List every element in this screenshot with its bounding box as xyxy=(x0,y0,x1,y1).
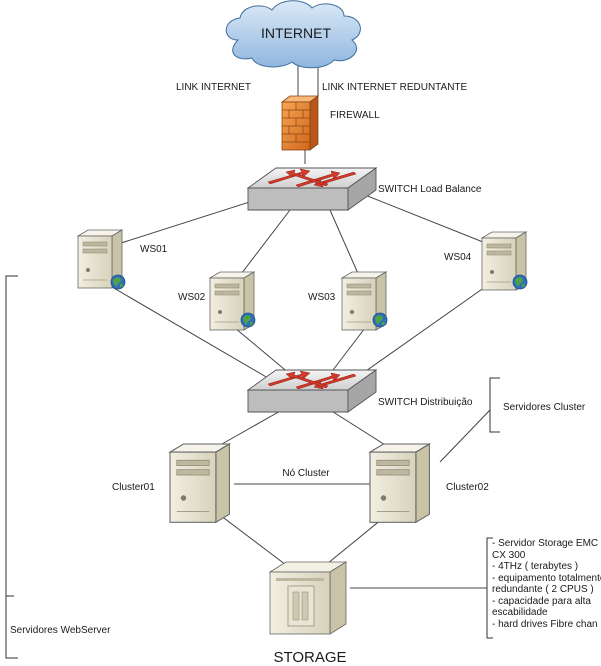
cluster01-server-icon xyxy=(169,443,231,523)
storage-note-line: CX 300 xyxy=(492,549,526,561)
storage-note-line: - hard drives Fibre chan xyxy=(492,618,598,630)
ws04-globe-icon xyxy=(512,274,528,290)
storage-note-line: redundante ( 2 CPUS ) xyxy=(492,584,594,595)
servidores-webserver-label: Servidores WebServer xyxy=(10,625,111,636)
storage-note-line: escabilidade xyxy=(492,607,548,618)
ws03-label: WS03 xyxy=(308,292,336,303)
cluster01-label: Cluster01 xyxy=(112,482,155,493)
bracket-servidores-webserver xyxy=(5,275,18,659)
connection-lines xyxy=(99,62,496,589)
internet-label: INTERNET xyxy=(261,25,331,41)
bracket-servidores-cluster xyxy=(489,377,500,433)
cluster02-label: Cluster02 xyxy=(446,482,489,493)
ws04-label: WS04 xyxy=(444,252,472,263)
ws03-globe-icon xyxy=(372,312,388,328)
storage-label: STORAGE xyxy=(273,649,346,666)
storage-note-line: - 4THz ( terabytes ) xyxy=(492,561,579,572)
ws01-label: WS01 xyxy=(140,244,168,255)
storage-note-line: - equipamento totalmente xyxy=(492,572,601,584)
storage-notes: - Servidor Storage EMC CX 300 - 4THz ( t… xyxy=(492,538,601,638)
firewall-label: FIREWALL xyxy=(330,110,380,121)
ws02-globe-icon xyxy=(240,312,256,328)
switch-distribuicao-icon xyxy=(247,369,377,413)
internet-cloud: INTERNET xyxy=(225,0,361,69)
switch-distribuicao-label: SWITCH Distribuição xyxy=(378,397,473,408)
bracket-storage-notes xyxy=(486,537,493,639)
link-redundant-label: LINK INTERNET REDUNTANTE xyxy=(322,82,468,93)
ws02-label: WS02 xyxy=(178,292,206,303)
storage-note-line: - Servidor Storage EMC xyxy=(492,538,599,549)
no-cluster-label: Nó Cluster xyxy=(282,468,330,479)
link-internet-label: LINK INTERNET xyxy=(176,82,251,93)
cluster02-server-icon xyxy=(369,443,431,523)
storage-note-line: - capacidade para alta xyxy=(492,595,591,607)
firewall-icon xyxy=(280,95,320,151)
ws01-globe-icon xyxy=(110,274,126,290)
switch-load-balance-label: SWITCH Load Balance xyxy=(378,184,482,195)
servidores-cluster-label: Servidores Cluster xyxy=(503,402,586,413)
switch-load-balance-icon xyxy=(247,167,377,211)
storage-icon xyxy=(268,561,348,635)
